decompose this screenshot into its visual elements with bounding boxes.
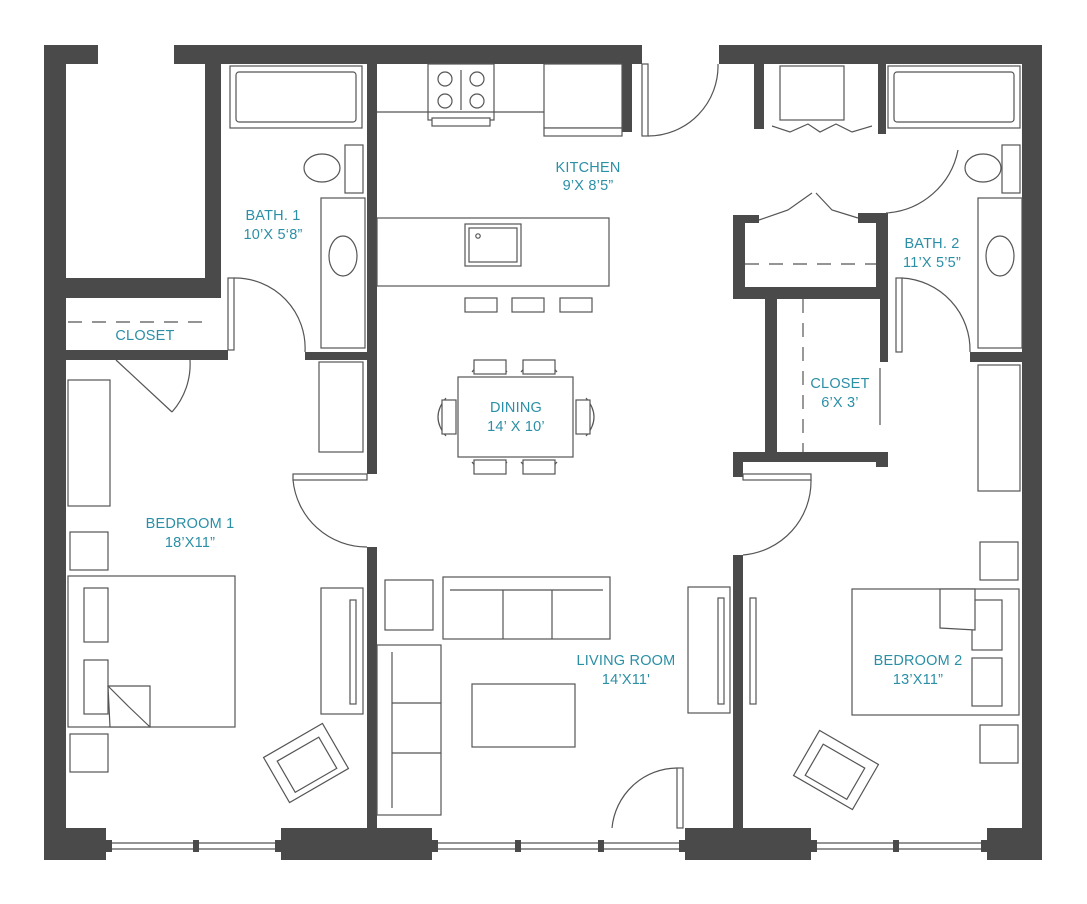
dining-size: 14’ X 10’: [487, 419, 545, 435]
closet2-name: CLOSET: [810, 376, 869, 392]
living-room-name: LIVING ROOM: [577, 653, 676, 669]
closet1-name: CLOSET: [115, 328, 174, 344]
fixtures: [68, 63, 1023, 452]
furniture: [67, 359, 1021, 829]
closet2-size: 6’X 3’: [821, 395, 858, 411]
bedroom2-size: 13’X11”: [893, 672, 943, 688]
windows: [106, 840, 987, 852]
dining-name: DINING: [490, 400, 542, 416]
bath1-size: 10’X 5‘8”: [243, 227, 302, 243]
kitchen-size: 9’X 8’5”: [563, 178, 614, 194]
room-labels: KITCHEN 9’X 8’5” BATH. 1 10’X 5‘8” CLOSE…: [115, 160, 962, 688]
bath2-name: BATH. 2: [904, 236, 959, 252]
bedroom2-name: BEDROOM 2: [874, 653, 963, 669]
bath2-size: 11’X 5’5”: [903, 255, 961, 271]
bedroom1-size: 18’X11”: [165, 535, 215, 551]
living-room-size: 14’X11': [602, 672, 650, 688]
walls: [44, 45, 1042, 860]
kitchen-name: KITCHEN: [555, 160, 620, 176]
doors: [115, 63, 971, 556]
bedroom1-name: BEDROOM 1: [146, 516, 235, 532]
bath1-name: BATH. 1: [245, 208, 300, 224]
